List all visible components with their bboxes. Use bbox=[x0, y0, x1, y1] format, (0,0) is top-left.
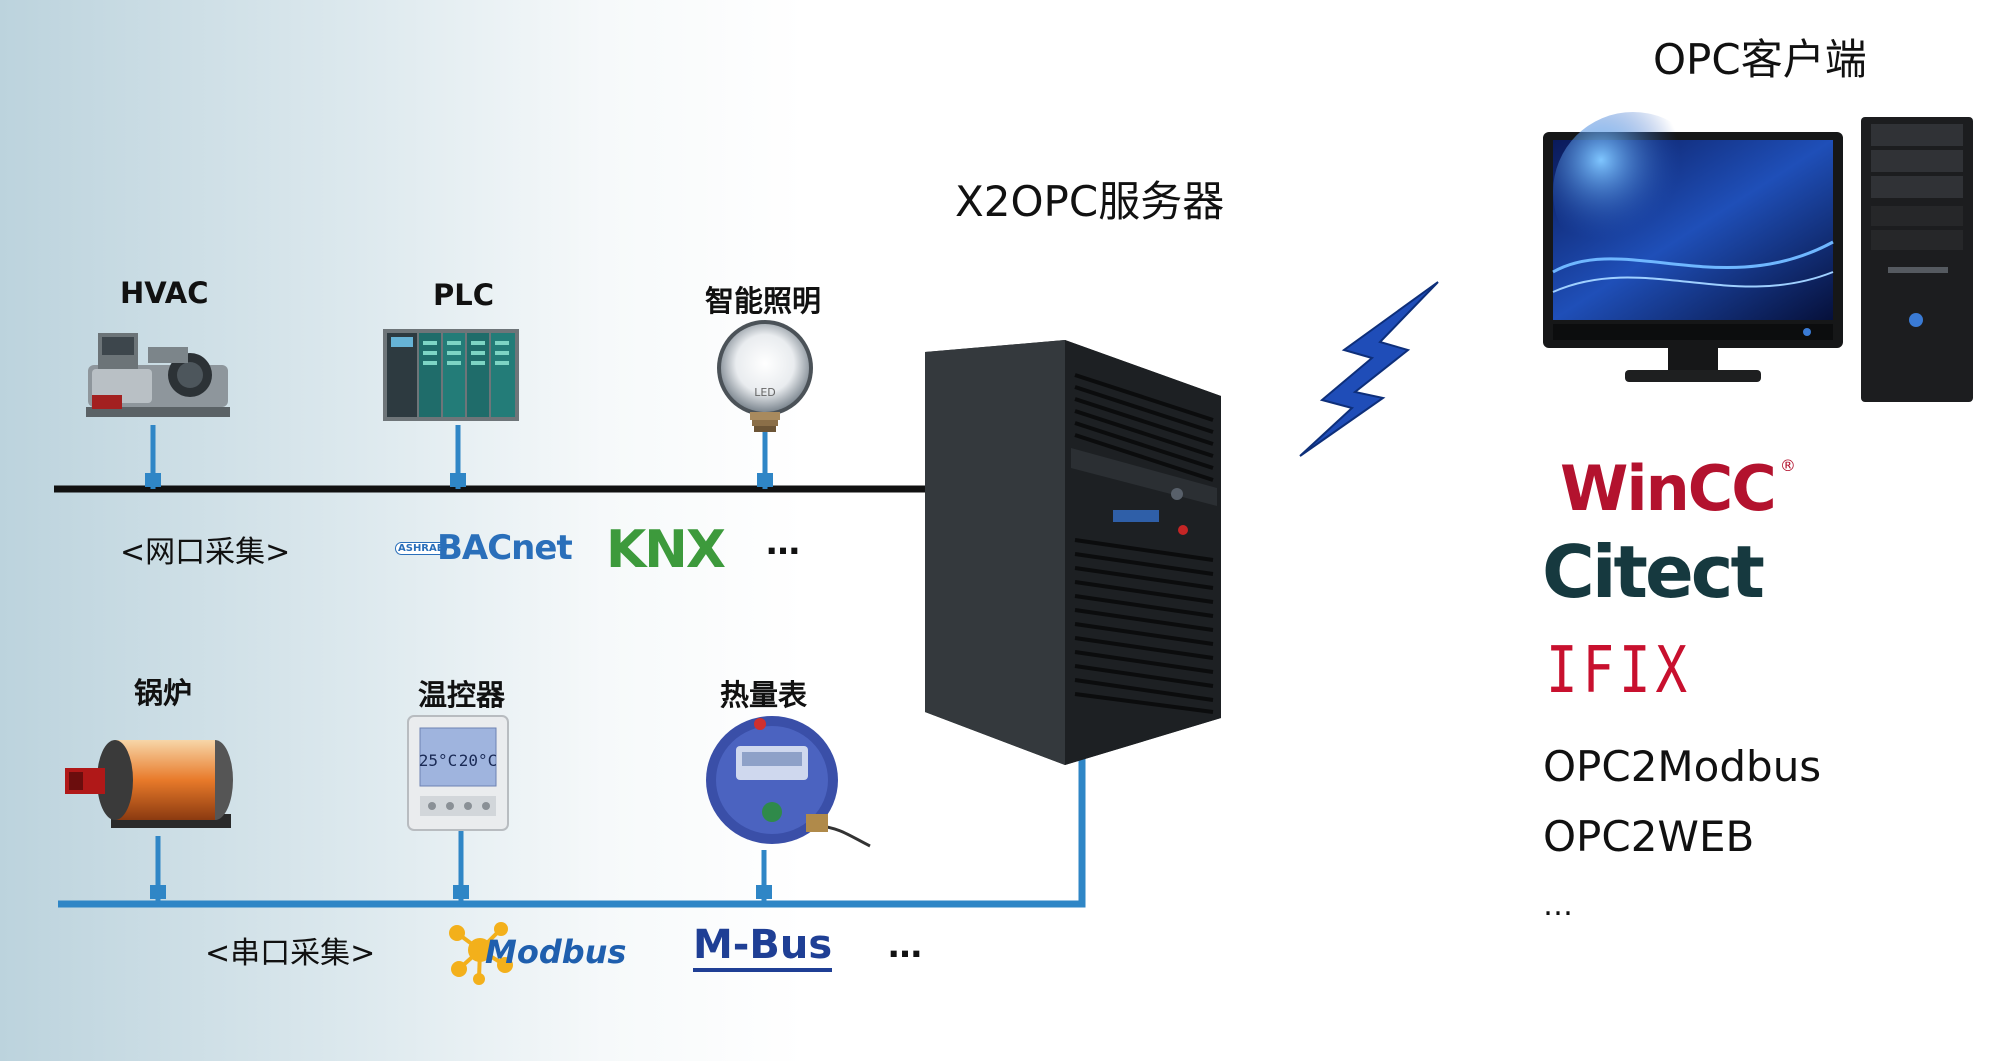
ifix-logo: IFIX bbox=[1546, 634, 1693, 708]
wincc-text: WinCC bbox=[1560, 452, 1777, 525]
modbus-logo: Modbus bbox=[445, 915, 655, 985]
device-label-lighting: 智能照明 bbox=[705, 284, 822, 318]
modbus-text: Modbus bbox=[485, 933, 627, 971]
client-more: … bbox=[1543, 888, 1573, 923]
thermostat-right-temp: 20°C bbox=[459, 751, 498, 770]
bacnet-text: BACnet bbox=[437, 528, 573, 568]
device-label-thermostat: 温控器 bbox=[418, 678, 506, 712]
led-text: LED bbox=[754, 386, 776, 399]
device-label-hvac: HVAC bbox=[120, 276, 209, 310]
device-label-heat-meter: 热量表 bbox=[720, 678, 808, 712]
device-label-plc: PLC bbox=[433, 278, 495, 312]
client-opc2web: OPC2WEB bbox=[1543, 812, 1755, 861]
boiler-icon bbox=[65, 740, 233, 828]
server-title: X2OPC服务器 bbox=[955, 177, 1225, 226]
serial-protocols-more: … bbox=[888, 926, 922, 966]
client-opc2modbus: OPC2Modbus bbox=[1543, 742, 1822, 791]
plc-icon bbox=[383, 329, 519, 421]
citect-logo: Citect bbox=[1542, 530, 1765, 614]
knx-logo: KNX bbox=[606, 520, 726, 580]
mbus-logo: M-Bus bbox=[693, 922, 833, 972]
modbus-molecule-icon bbox=[449, 922, 513, 985]
server-tower-icon bbox=[925, 340, 1221, 765]
device-label-boiler: 锅炉 bbox=[134, 676, 193, 710]
hvac-chiller-icon bbox=[86, 333, 230, 417]
heat-meter-icon bbox=[706, 716, 871, 848]
ashrae-text: ASHRAE bbox=[395, 542, 447, 555]
client-computer-icon bbox=[1543, 112, 1973, 402]
thermostat-left-temp: 25°C bbox=[419, 751, 458, 770]
lightning-bolt-icon bbox=[1299, 281, 1439, 457]
serial-bus-caption: <串口采集> bbox=[205, 936, 376, 971]
bacnet-logo: ASHRAE BACnet bbox=[395, 528, 575, 568]
wincc-registered-mark: ® bbox=[1779, 456, 1796, 475]
network-bus-caption: <网口采集> bbox=[120, 535, 291, 570]
network-protocols-more: … bbox=[766, 523, 800, 563]
thermostat-icon: 25°C 20°C bbox=[407, 715, 509, 831]
serial-bus-line bbox=[58, 756, 1086, 908]
client-title: OPC客户端 bbox=[1653, 35, 1867, 84]
led-bulb-icon: LED bbox=[717, 320, 813, 432]
wincc-logo: WinCC ® bbox=[1560, 452, 1796, 525]
